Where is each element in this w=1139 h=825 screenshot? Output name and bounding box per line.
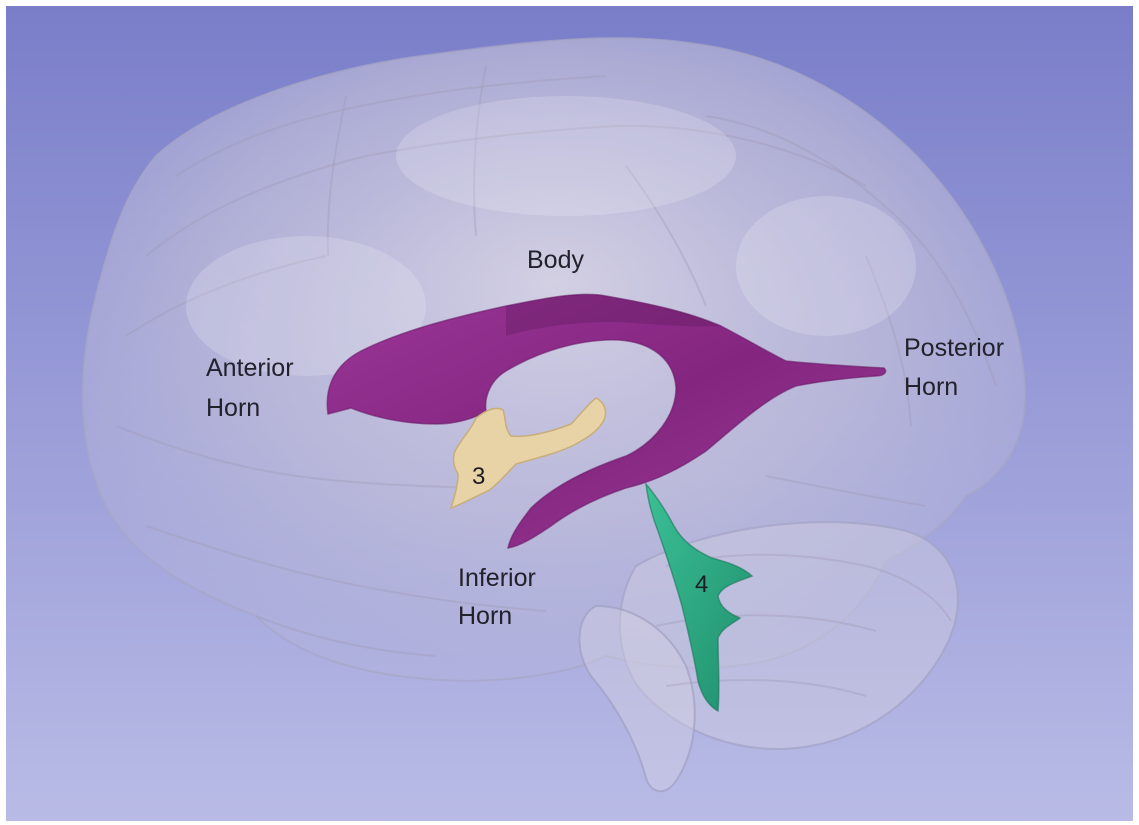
label-fourth-ventricle: 4	[695, 571, 708, 598]
label-anterior-horn-line1: Anterior	[206, 354, 294, 382]
label-inferior-horn-line2: Horn	[458, 602, 512, 630]
label-third-ventricle: 3	[472, 463, 485, 490]
label-posterior-horn-line1: Posterior	[904, 334, 1004, 362]
label-inferior-horn-line1: Inferior	[458, 564, 536, 592]
label-anterior-horn-line2: Horn	[206, 394, 260, 422]
brain-ventricle-figure: Body Anterior Horn Posterior Horn Inferi…	[6, 6, 1133, 821]
label-posterior-horn-line2: Horn	[904, 373, 958, 401]
label-body: Body	[527, 246, 584, 274]
